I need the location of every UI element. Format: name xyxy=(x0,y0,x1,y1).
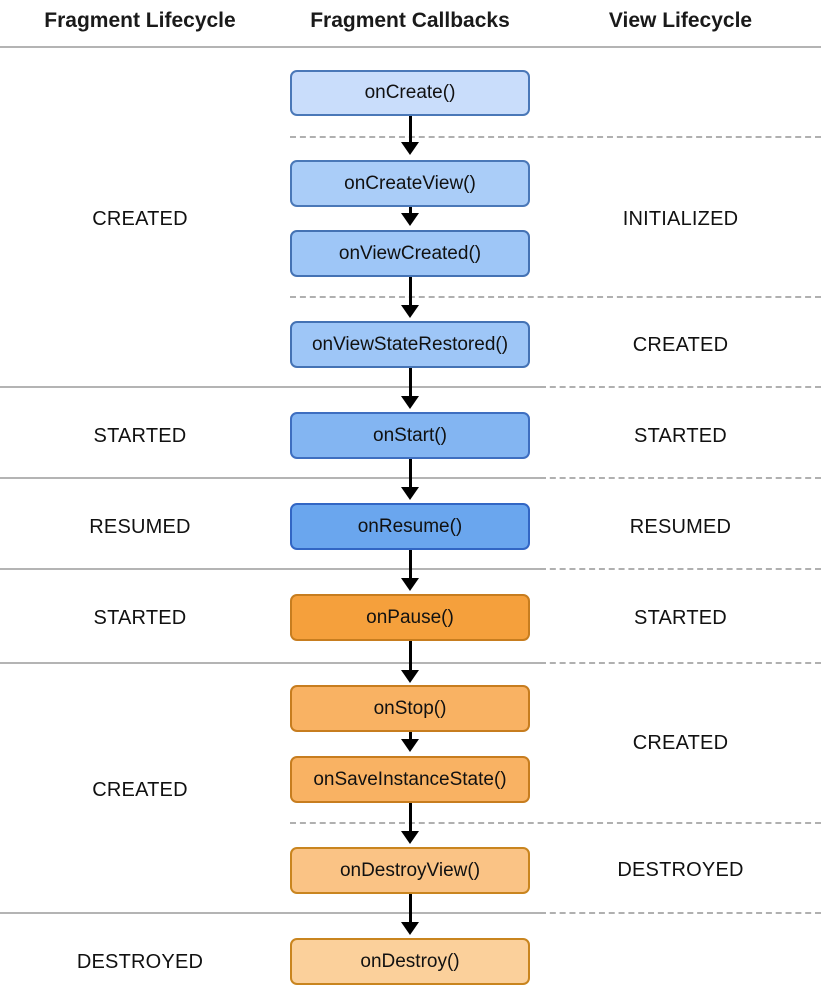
view-state-started-1: STARTED xyxy=(634,425,727,447)
callback-box-oncreate[interactable]: onCreate() xyxy=(290,70,530,116)
callback-box-onviewcreated[interactable]: onViewCreated() xyxy=(290,230,530,277)
separator-solid-created-started xyxy=(0,386,541,388)
callback-box-onresume[interactable]: onResume() xyxy=(290,503,530,550)
view-state-destroyed: DESTROYED xyxy=(617,859,744,881)
separator-dashed-created-started xyxy=(540,386,821,388)
arrow-line-ondestroyview-to-ondestroy xyxy=(409,894,412,928)
callback-label-onstop: onStop() xyxy=(373,697,447,719)
fragment-state-started-1: STARTED xyxy=(93,425,187,447)
callback-box-oncreateview[interactable]: onCreateView() xyxy=(290,160,530,207)
arrow-line-onpause-to-onstop xyxy=(409,641,412,677)
arrow-line-onviewstaterestored-to-onstart xyxy=(409,368,412,402)
separator-solid-resumed-started xyxy=(0,568,541,570)
callback-label-onpause: onPause() xyxy=(366,606,454,628)
fragment-state-created-2: CREATED xyxy=(92,779,188,801)
fragment-state-resumed: RESUMED xyxy=(89,516,191,538)
separator-dashed-resumed-started xyxy=(540,568,821,570)
header-divider xyxy=(0,46,821,48)
view-state-resumed: RESUMED xyxy=(629,516,732,538)
fragment-state-destroyed: DESTROYED xyxy=(76,951,204,973)
arrow-head-onviewstaterestored-to-onstart xyxy=(401,396,419,409)
separator-dashed-before-ondestroyview xyxy=(290,822,821,824)
column-header-fragment-callbacks: Fragment Callbacks xyxy=(310,9,510,32)
view-state-initialized: INITIALIZED xyxy=(622,208,739,230)
column-header-view-lifecycle: View Lifecycle xyxy=(608,9,753,32)
arrow-head-onresume-to-onpause xyxy=(401,578,419,591)
separator-solid-created-destroyed xyxy=(0,912,541,914)
callback-label-ondestroy: onDestroy() xyxy=(360,950,460,972)
column-header-row: Fragment Lifecycle Fragment Callbacks Vi… xyxy=(0,0,821,47)
callback-label-onresume: onResume() xyxy=(357,515,463,537)
arrow-head-onsaveinstancestate-to-ondestroyview xyxy=(401,831,419,844)
view-state-started-2: STARTED xyxy=(634,607,727,629)
arrow-head-onviewcreated-to-onviewstaterestored xyxy=(401,305,419,318)
callback-box-onstart[interactable]: onStart() xyxy=(290,412,530,459)
callback-label-onviewcreated: onViewCreated() xyxy=(338,242,482,264)
separator-dashed-started-created xyxy=(540,662,821,664)
callback-label-oncreate: onCreate() xyxy=(364,82,456,103)
arrow-head-oncreateview-to-onviewcreated xyxy=(401,213,419,226)
arrow-head-onpause-to-onstop xyxy=(401,670,419,683)
view-state-created-1: CREATED xyxy=(632,334,729,356)
arrow-head-oncreate-to-oncreateview xyxy=(401,142,419,155)
arrow-head-onstop-to-onsaveinstancestate xyxy=(401,739,419,752)
callback-label-onsaveinstancestate: onSaveInstanceState() xyxy=(313,768,507,790)
arrow-head-onstart-to-onresume xyxy=(401,487,419,500)
separator-dashed-after-oncreate xyxy=(290,136,821,138)
fragment-state-started-2: STARTED xyxy=(93,607,187,629)
callback-box-onstop[interactable]: onStop() xyxy=(290,685,530,732)
callback-label-onviewstaterestored: onViewStateRestored() xyxy=(311,333,509,355)
callback-box-onviewstaterestored[interactable]: onViewStateRestored() xyxy=(290,321,530,368)
callback-box-ondestroy[interactable]: onDestroy() xyxy=(290,938,530,985)
callback-label-oncreateview: onCreateView() xyxy=(344,172,476,194)
separator-solid-started-created xyxy=(0,662,541,664)
separator-dashed-after-onviewcreated xyxy=(290,296,821,298)
callback-box-onpause[interactable]: onPause() xyxy=(290,594,530,641)
arrow-line-onviewcreated-to-onviewstaterestored xyxy=(409,277,412,311)
arrow-line-onsaveinstancestate-to-ondestroyview xyxy=(409,803,412,837)
arrow-line-onresume-to-onpause xyxy=(409,550,412,584)
column-header-fragment-lifecycle: Fragment Lifecycle xyxy=(44,9,236,32)
separator-solid-started-resumed xyxy=(0,477,541,479)
fragment-state-created-1: CREATED xyxy=(92,208,188,230)
callback-label-ondestroyview: onDestroyView() xyxy=(339,859,481,881)
callback-label-onstart: onStart() xyxy=(373,424,447,446)
separator-dashed-created-destroyed xyxy=(540,912,821,914)
arrow-line-onstart-to-onresume xyxy=(409,459,412,493)
view-state-created-2: CREATED xyxy=(632,732,729,754)
separator-dashed-started-resumed xyxy=(540,477,821,479)
callback-box-onsaveinstancestate[interactable]: onSaveInstanceState() xyxy=(290,756,530,803)
callback-box-ondestroyview[interactable]: onDestroyView() xyxy=(290,847,530,894)
arrow-line-oncreate-to-oncreateview xyxy=(409,115,412,145)
arrow-head-ondestroyview-to-ondestroy xyxy=(401,922,419,935)
